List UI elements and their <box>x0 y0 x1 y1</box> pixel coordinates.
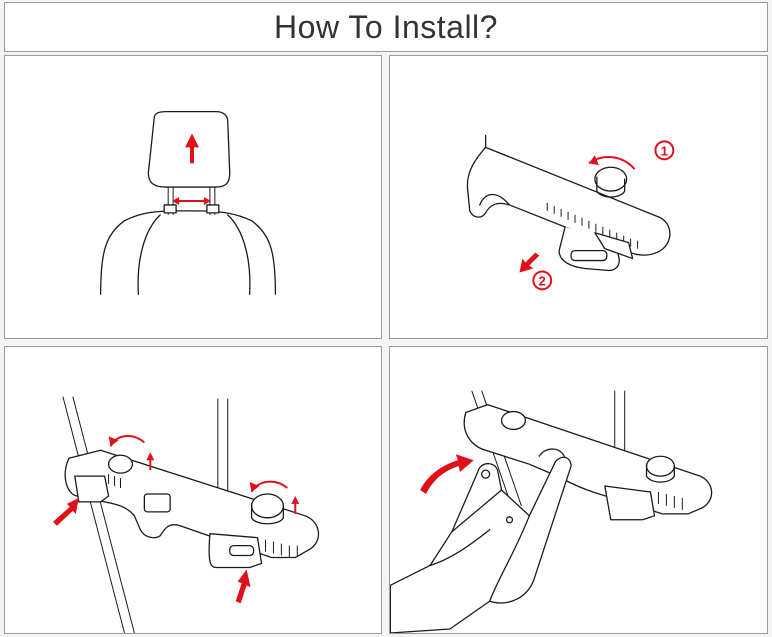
slot-row <box>657 491 683 510</box>
panel-step-raise-headrest <box>4 55 382 339</box>
title-bar: How To Install? <box>4 2 768 52</box>
post-collar-right <box>206 204 220 214</box>
seat-back <box>100 210 277 295</box>
arrow-push-left-icon <box>52 497 79 526</box>
panel-step-attach-posts <box>4 346 382 634</box>
step-marker-2: 2 <box>532 270 553 291</box>
knob-left <box>500 410 527 431</box>
knob <box>594 166 628 192</box>
post-collar-left <box>163 204 177 214</box>
seat-side-right <box>227 214 251 295</box>
svg-text:2: 2 <box>539 273 546 288</box>
arrow-up-small-icon <box>146 452 155 471</box>
slot-row-right <box>264 539 298 558</box>
arrow-curve-icon <box>420 454 474 494</box>
knob-left <box>107 454 134 474</box>
slot-row-left <box>108 474 122 489</box>
holder-illustration <box>390 390 713 633</box>
bracket-body <box>64 449 320 559</box>
headrest-illustration <box>100 110 277 295</box>
knob-right <box>645 455 675 477</box>
holder-arm <box>390 456 572 633</box>
page-title: How To Install? <box>274 8 498 45</box>
clamp-slot <box>570 249 608 262</box>
bracket-arm <box>466 146 671 256</box>
post-left <box>62 396 125 633</box>
arrow-push-right-icon <box>235 569 251 604</box>
bracket-illustration: 1 2 <box>466 134 675 291</box>
bracket-slot-center <box>143 493 171 513</box>
seat-side-left <box>137 214 161 295</box>
mount-illustration <box>52 396 320 633</box>
step-marker-1: 1 <box>654 140 675 161</box>
arrow-down-left-icon <box>519 252 540 273</box>
bracket-body <box>463 403 713 515</box>
clamp-left <box>74 475 110 503</box>
arrow-up-icon <box>185 133 199 164</box>
svg-text:1: 1 <box>661 143 668 158</box>
knob-right <box>250 493 285 519</box>
panel-step-attach-holder <box>389 346 768 634</box>
headrest <box>147 110 231 188</box>
panel-step-prepare-bracket: 1 2 <box>389 55 768 339</box>
